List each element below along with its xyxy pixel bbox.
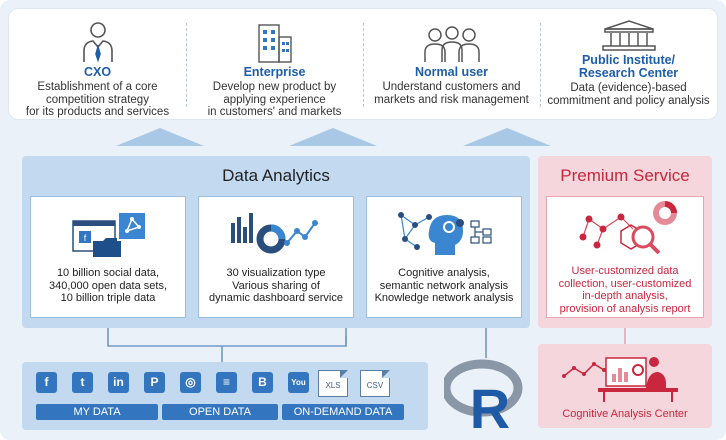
analytics-card-text: Cognitive analysis, semantic network ana… [374, 267, 514, 304]
my-data-label: MY DATA [36, 404, 158, 420]
data-analytics-title: Data Analytics [222, 166, 330, 185]
premium-service-panel: Premium Service User-customized data col… [538, 156, 712, 328]
analytics-card-cognitive: Cognitive analysis, semantic network ana… [366, 196, 522, 318]
cognitive-center-label: Cognitive Analysis Center [562, 408, 688, 420]
user-description: Understand customers and markets and ris… [374, 81, 529, 106]
users-panel: CXO Establishment of a core competition … [8, 8, 718, 120]
data-analytics-panel: Data Analytics f 10 billion social data,… [22, 156, 530, 328]
csv-file-icon: CSV [360, 370, 390, 397]
user-description: Establishment of a core competition stra… [25, 81, 170, 118]
people-group-icon [363, 17, 540, 63]
r-logo-icon: R [441, 356, 526, 440]
cognitive-analysis-center: Cognitive Analysis Center [538, 344, 712, 428]
data-sources-panel: f t in P ◎ ≡ B You XLS CSV MY DATA OPEN … [22, 362, 428, 430]
data-sources-icon: f [31, 203, 185, 263]
premium-service-text: User-customized data collection, user-cu… [558, 265, 692, 315]
user-enterprise: Enterprise Develop new product by applyi… [186, 9, 363, 119]
analytics-card-data: f 10 billion social data, 340,000 open d… [30, 196, 186, 318]
user-title: CXO [83, 65, 112, 79]
building-icon [186, 17, 363, 63]
open-data-label: OPEN DATA [162, 404, 278, 420]
institute-building-icon [540, 17, 717, 51]
r-logo-letter: R [470, 377, 510, 432]
linkedin-icon: in [108, 372, 129, 393]
premium-service-card: User-customized data collection, user-cu… [546, 196, 704, 318]
analytics-card-visualization: 30 visualization type Various sharing of… [198, 196, 354, 318]
svg-text:f: f [84, 233, 87, 243]
premium-service-title: Premium Service [560, 166, 690, 185]
person-tie-icon [9, 17, 186, 63]
premium-analysis-icon [579, 201, 677, 255]
cognitive-analysis-icon [367, 203, 521, 263]
blogger-icon: B [252, 372, 273, 393]
user-description: Data (evidence)-based commitment and pol… [547, 82, 710, 107]
rss-icon: ≡ [216, 372, 237, 393]
flow-arrow-up [289, 128, 377, 146]
user-title: Enterprise [243, 65, 306, 79]
youtube-icon: You [288, 372, 309, 393]
user-description: Develop new product by applying experien… [207, 81, 342, 118]
xls-file-icon: XLS [318, 370, 348, 397]
flow-arrow-up [463, 128, 551, 146]
analytics-card-text: 10 billion social data, 340,000 open dat… [48, 267, 168, 304]
analytics-card-text: 30 visualization type Various sharing of… [209, 267, 343, 304]
twitter-icon: t [72, 372, 93, 393]
facebook-icon: f [36, 372, 57, 393]
dribbble-icon: ◎ [180, 372, 201, 393]
user-title: Normal user [415, 65, 488, 79]
visualization-icon [199, 203, 353, 263]
user-cxo: CXO Establishment of a core competition … [9, 9, 186, 119]
user-normal: Normal user Understand customers and mar… [363, 9, 540, 119]
flow-arrow-up [116, 128, 204, 146]
user-public-institute: Public Institute/ Research Center Data (… [540, 9, 717, 119]
on-demand-data-label: ON-DEMAND DATA [282, 404, 404, 420]
pinterest-icon: P [144, 372, 165, 393]
user-title: Public Institute/ Research Center [578, 53, 679, 80]
analysis-desk-icon [562, 357, 678, 402]
